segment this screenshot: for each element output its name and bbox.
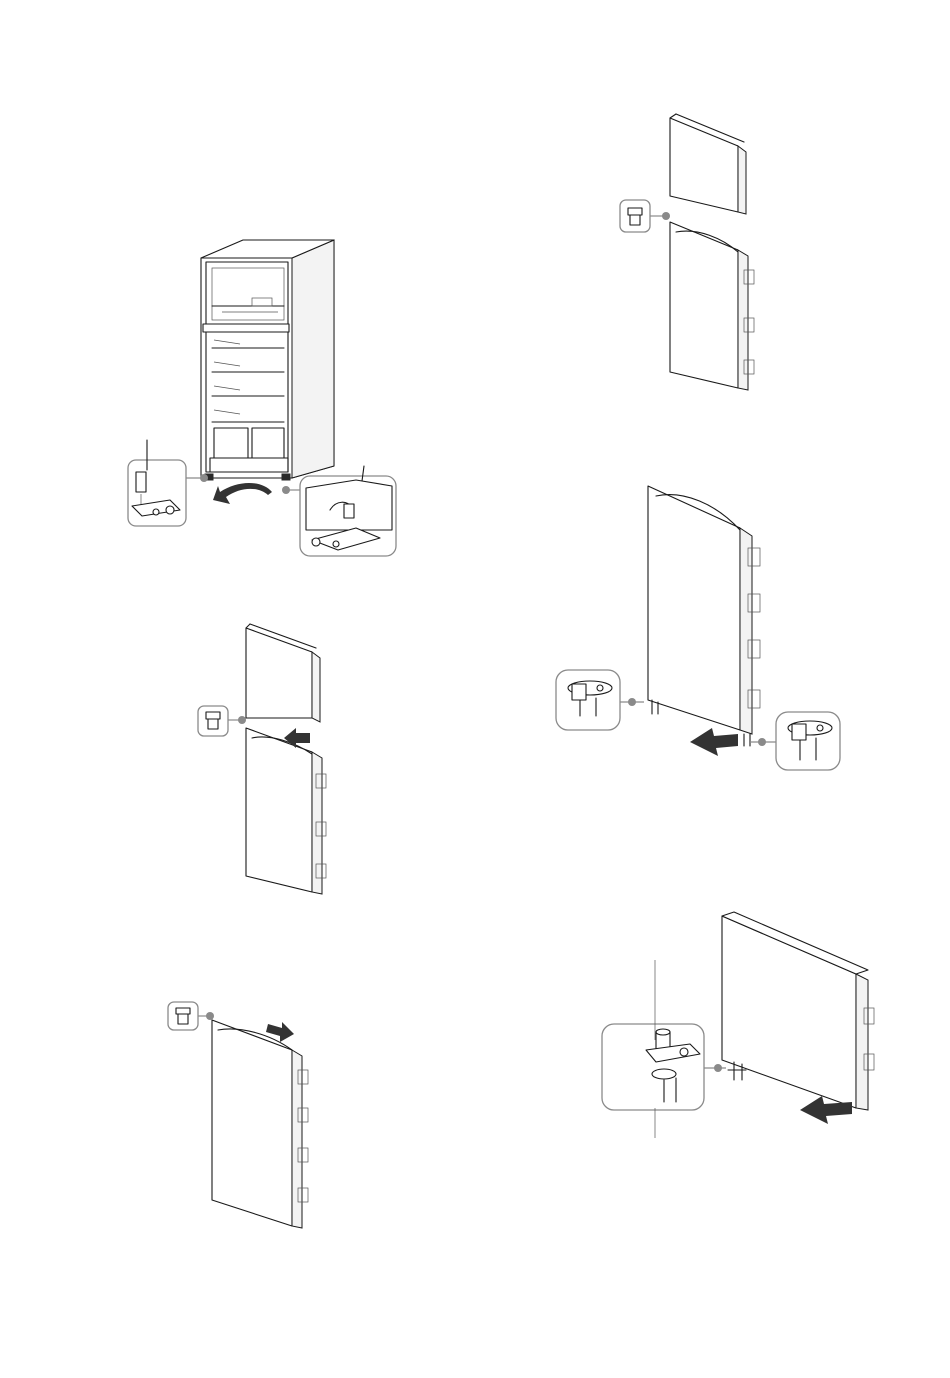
figure-freezer-door-hinge [602, 912, 874, 1138]
hinge-cap-icon [206, 712, 220, 729]
freezer-door [246, 624, 320, 722]
callout-bracket-left [556, 670, 620, 730]
hinge-cap-icon [176, 1008, 190, 1024]
figure-door-bottom-left [168, 1002, 308, 1228]
figure-refrigerator-open [128, 240, 396, 556]
push-arrow-icon [266, 1022, 294, 1042]
fridge-door [246, 728, 326, 894]
push-arrow-icon [690, 728, 738, 756]
figure-doors-with-cap [198, 624, 326, 894]
hinge-cap-icon [628, 208, 642, 225]
figure-door-brackets [556, 486, 840, 770]
hinge-pin-icon [646, 960, 700, 1138]
callout-left-hinge [128, 460, 186, 526]
callout-hinge-pin [602, 1024, 704, 1110]
figure-doors-top-right [620, 114, 754, 390]
fridge-door [670, 222, 754, 390]
fridge-cabinet [201, 240, 334, 480]
freezer-door [670, 114, 746, 214]
rotate-arrow-icon [213, 483, 272, 504]
